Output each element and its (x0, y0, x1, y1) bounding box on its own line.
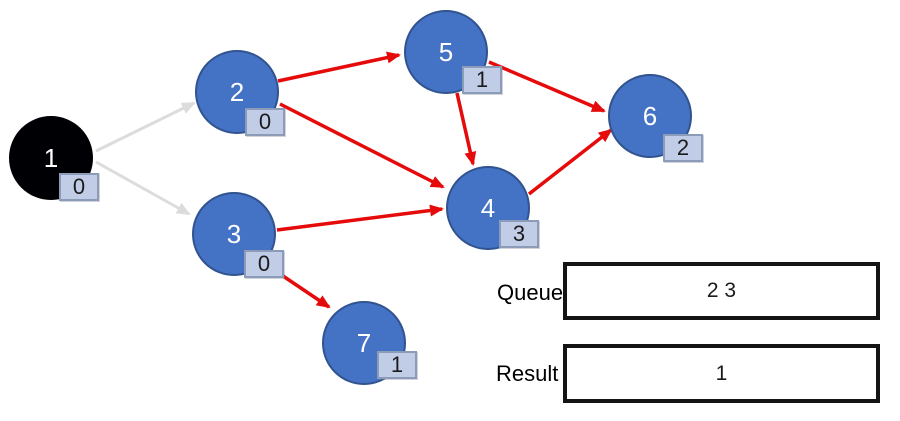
edge-3-to-4 (276, 204, 444, 232)
edge-5-to-4 (455, 92, 477, 166)
node-6-label: 6 (642, 101, 658, 131)
result-value: 1 (715, 361, 728, 385)
queue-label: Queue (497, 280, 564, 305)
result-value-box: 1 (563, 344, 880, 403)
edge-3-to-7 (282, 274, 331, 309)
node-1-label: 1 (43, 143, 59, 173)
node-2-badge: 0 (245, 108, 285, 136)
edge-2-to-5 (277, 51, 401, 83)
node-5-label: 5 (438, 37, 454, 67)
node-1-badge: 0 (59, 173, 99, 201)
graph-node-4: 4 (446, 166, 530, 250)
node-5-badge: 1 (462, 66, 502, 94)
edge-4-to-6 (527, 128, 613, 196)
queue-value-box: 2 3 (563, 262, 880, 320)
edge-5-to-6 (488, 60, 606, 113)
node-7-badge: 1 (377, 351, 417, 379)
node-2-label: 2 (229, 77, 245, 107)
node-3-badge: 0 (244, 250, 284, 278)
graph-node-5: 5 (404, 10, 488, 94)
edge-2-to-4 (279, 102, 445, 189)
queue-value: 2 3 (706, 279, 737, 302)
node-7-label: 7 (356, 328, 372, 358)
result-label: Result (496, 361, 559, 386)
edge-1-to-2 (95, 101, 196, 153)
node-3-label: 3 (226, 219, 242, 249)
node-4-label: 4 (480, 193, 496, 223)
edge-1-to-3 (95, 160, 191, 216)
node-6-badge: 2 (663, 134, 703, 162)
node-4-badge: 3 (499, 220, 539, 248)
